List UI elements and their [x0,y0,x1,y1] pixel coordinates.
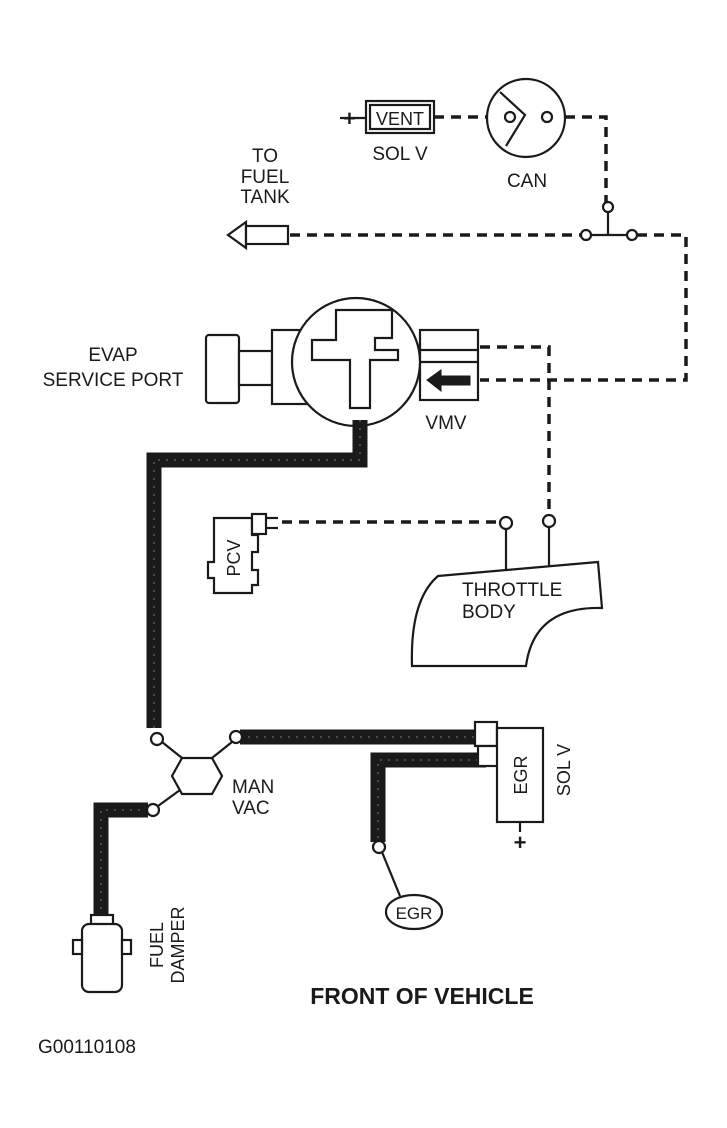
pcv-label: PCV [224,539,244,576]
plus-sign-bottom: + [514,830,527,855]
manifold-vacuum-fitting: MAN VAC [145,729,274,819]
egr-sol-to-egr-hose [370,752,486,842]
pcv-valve: PCV [206,512,278,595]
can-label: CAN [507,171,547,192]
to-fuel-tank-label-3: TANK [240,187,290,208]
to-fuel-tank-label-1: TO [252,146,278,167]
fuel-tank-arrow-icon [226,219,290,251]
evap-service-port-label-2: SERVICE PORT [43,370,184,391]
egr-sol-label: EGR [511,755,531,794]
throttle-body-label-2: BODY [462,602,516,623]
manifold-to-damper-hose [93,802,148,920]
vent-solenoid: + VENT SOL V [340,99,436,165]
sol-v-side-label: SOL V [554,744,574,796]
vmv-label: VMV [425,413,467,434]
vmv-valve [204,296,480,428]
front-of-vehicle-label: FRONT OF VEHICLE [310,983,534,1009]
man-vac-label-1: MAN [232,777,274,798]
egr-valve-label: EGR [396,904,433,923]
sol-v-top-label: SOL V [372,144,428,165]
man-vac-label-2: VAC [232,798,270,819]
fuel-damper: FUEL DAMPER [71,906,188,994]
vent-label: VENT [376,109,424,129]
fuel-damper-label-1: FUEL [147,922,167,968]
egr-valve: EGR [371,839,444,931]
vmv-to-throttle-line [480,345,551,516]
evap-service-port-label-1: EVAP [88,345,137,366]
vmv-to-manifold-hose [146,420,368,728]
throttle-body-label-1: THROTTLE [462,580,562,601]
plus-sign-top: + [343,106,356,131]
figure-id-label: G00110108 [38,1037,136,1058]
fuel-damper-label-2: DAMPER [168,906,188,983]
tee-to-vmv-line [480,233,688,382]
can-to-tee-line [565,115,608,203]
canister: CAN [485,77,567,192]
egr-solenoid: EGR SOL V + [473,720,574,855]
hose-tee [579,200,639,242]
to-fuel-tank-label-2: FUEL [241,167,290,188]
throttle-body: THROTTLE BODY [410,513,604,668]
